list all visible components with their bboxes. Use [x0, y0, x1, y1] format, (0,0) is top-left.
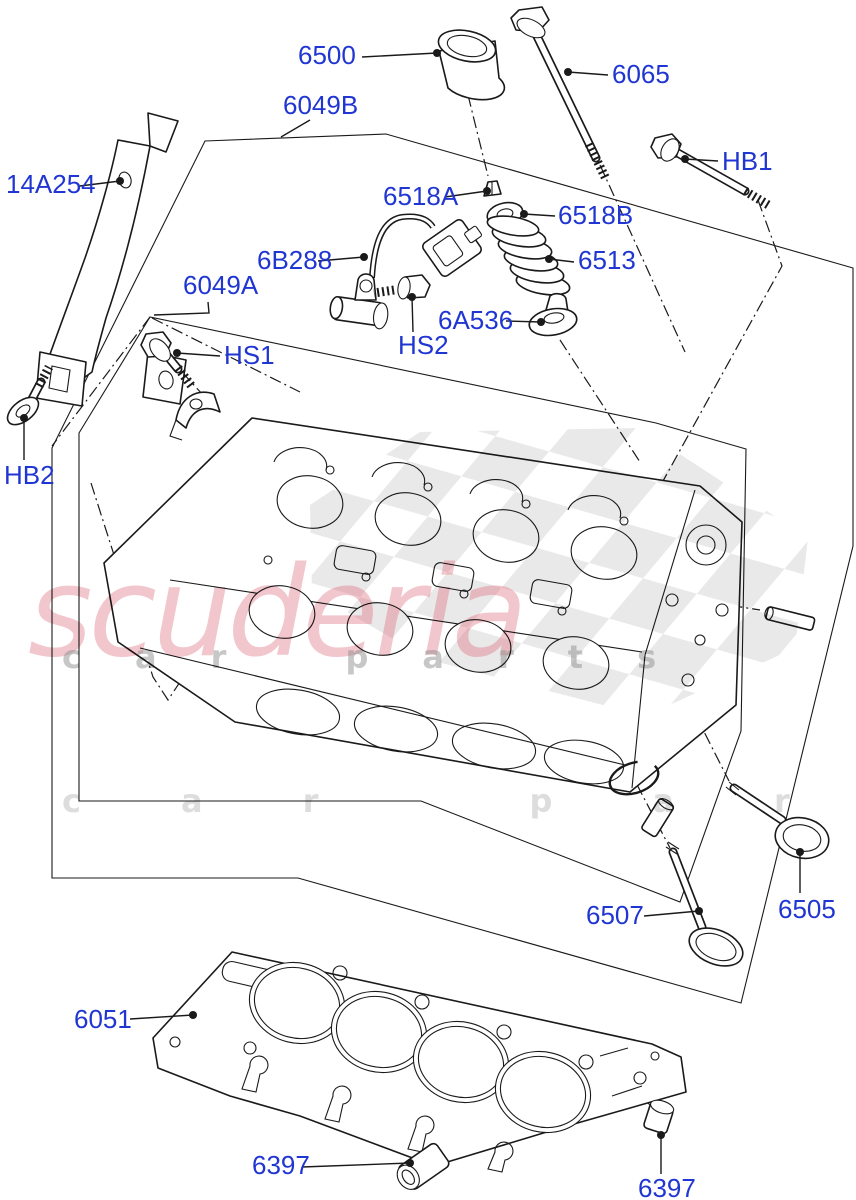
bolt-6065 [510, 6, 611, 181]
part-label-6518b[interactable]: 6518B [558, 200, 633, 230]
part-label-6505[interactable]: 6505 [778, 894, 836, 924]
watermark-subtitle-2: car parts [62, 782, 856, 820]
bracket-14a254 [35, 112, 187, 407]
part-label-6051[interactable]: 6051 [74, 1004, 132, 1034]
part-label-6397-left[interactable]: 6397 [252, 1150, 310, 1180]
part-label-hs1[interactable]: HS1 [224, 340, 275, 370]
bolt-hs1 [140, 331, 197, 391]
outline-box-6049b [51, 133, 854, 1004]
part-label-6500[interactable]: 6500 [298, 40, 356, 70]
part-label-6049a[interactable]: 6049A [183, 270, 259, 300]
camshaft-sensor-6b288 [329, 213, 482, 330]
part-label-6397-right[interactable]: 6397 [638, 1173, 696, 1200]
outline-box-6049a [78, 316, 747, 903]
part-label-6513[interactable]: 6513 [578, 245, 636, 275]
snap-ring [608, 760, 660, 796]
part-labels: 6500 6049B 6065 HB1 14A254 6518A 6518B 6… [4, 40, 836, 1200]
part-label-hb1[interactable]: HB1 [722, 146, 773, 176]
bolt-hb2 [6, 364, 53, 426]
valve-6507 [665, 841, 744, 967]
dowel-6397-left [396, 1142, 450, 1190]
cam-cap [169, 391, 221, 441]
valve-guide-sleeve [641, 797, 675, 838]
bolt-hs2 [373, 274, 431, 300]
watermark: scuderia car parts car parts [28, 428, 856, 820]
dowel-6397-right [643, 1099, 675, 1135]
part-label-hb2[interactable]: HB2 [4, 460, 55, 490]
part-label-6518a[interactable]: 6518A [383, 181, 459, 211]
part-label-6049b[interactable]: 6049B [283, 90, 358, 120]
checkered-flag [310, 428, 808, 716]
part-label-6b288[interactable]: 6B288 [257, 245, 332, 275]
part-label-6a536[interactable]: 6A536 [438, 305, 513, 335]
watermark-brand: scuderia [28, 541, 524, 685]
head-gasket-6051 [152, 951, 687, 1173]
valve-stem-seal-6a536 [528, 292, 578, 337]
tappet-6500 [437, 29, 506, 101]
part-label-14a254[interactable]: 14A254 [6, 169, 96, 199]
part-label-6507[interactable]: 6507 [586, 900, 644, 930]
valve-6505 [725, 781, 830, 860]
watermark-subtitle: car parts [62, 638, 710, 676]
part-label-6065[interactable]: 6065 [612, 59, 670, 89]
leader-lines [20, 49, 804, 1174]
valve-spring-6513 [486, 215, 571, 296]
part-label-hs2[interactable]: HS2 [398, 330, 449, 360]
